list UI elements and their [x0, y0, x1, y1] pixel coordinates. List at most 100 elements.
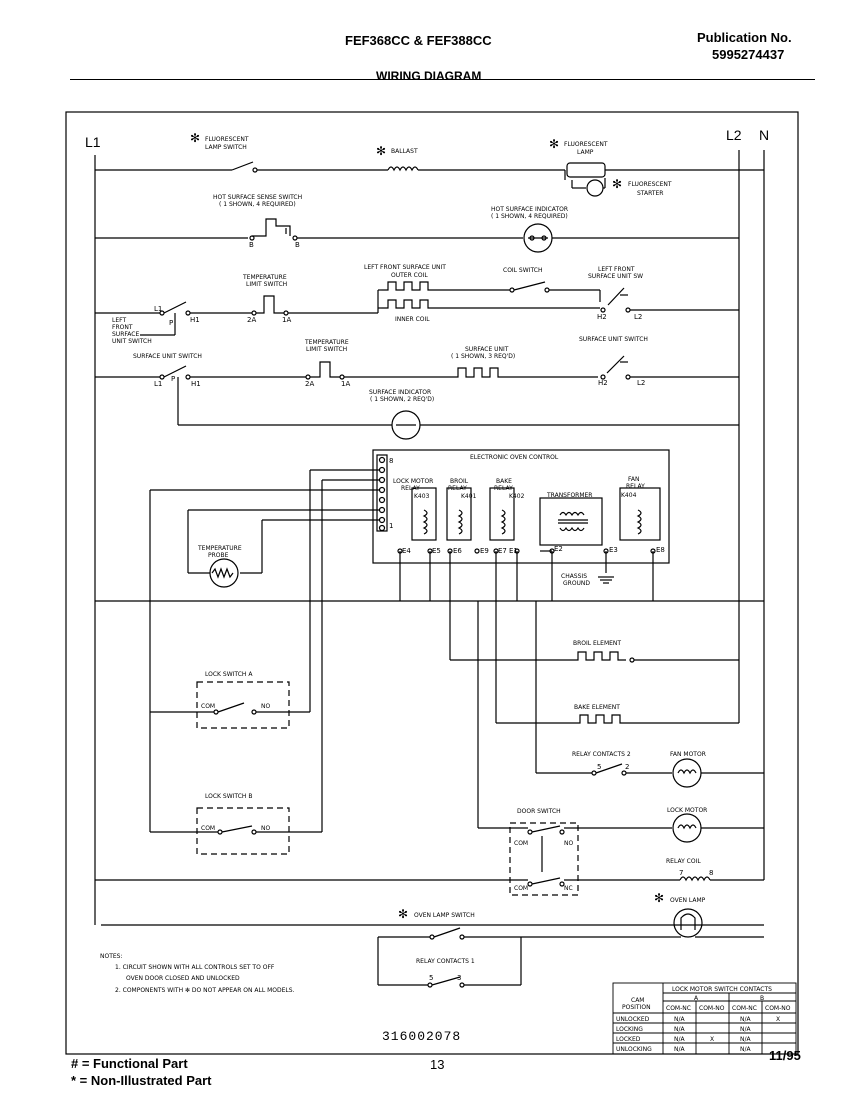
inner-coil-label: INNER COIL — [395, 316, 430, 323]
broil-element — [570, 651, 626, 661]
fluorescent-lamp-tube — [566, 162, 606, 178]
lock-switch-a-label: LOCK SWITCH A — [205, 671, 253, 678]
ds-com-2: COM — [514, 885, 528, 892]
bake-element-label: BAKE ELEMENT — [574, 704, 620, 711]
l1-label: L1 — [85, 134, 101, 150]
surface-unit-l2: ( 1 SHOWN, 3 REQ'D) — [451, 353, 515, 360]
term-7: 7 — [679, 869, 683, 877]
relay-coil-label: RELAY COIL — [666, 858, 701, 865]
asterisk-1: ✻ — [190, 131, 200, 145]
relay-contacts-1-label: RELAY CONTACTS 1 — [416, 958, 475, 965]
term-2a-1: 2A — [247, 316, 256, 324]
lf-surface-unit-l2: OUTER COIL — [391, 272, 428, 279]
cell-4-1: N/A — [674, 1046, 686, 1053]
term-3: 3 — [457, 974, 461, 982]
temperature-probe — [209, 558, 239, 588]
page-number: 13 — [430, 1057, 445, 1072]
temp-probe-l2: PROBE — [208, 552, 229, 559]
ballast-label: BALLAST — [391, 148, 418, 155]
cam-position-l2: POSITION — [622, 1004, 651, 1011]
col-h-1: COM-NC — [666, 1005, 691, 1012]
col-h-3: COM-NC — [732, 1005, 757, 1012]
fluor-lamp-switch-l1: FLUORESCENT — [205, 136, 249, 143]
oven-lamp — [673, 908, 703, 938]
temp-limit-1-l2: LIMIT SWITCH — [246, 281, 287, 288]
fan-relay-box — [619, 487, 661, 541]
term-l2-1: L2 — [634, 313, 642, 321]
surface-unit-element — [450, 367, 506, 378]
fan-relay-l1: FAN — [628, 476, 640, 483]
term-l1-1: L1 — [154, 305, 162, 313]
term-p-2: P — [171, 375, 175, 383]
lf-unit-switch-l4: UNIT SWITCH — [112, 338, 152, 345]
document-number: 316002078 — [382, 1029, 462, 1044]
lf-surface-unit-sw-l1: LEFT FRONT — [598, 266, 635, 273]
broil-relay-l1: BROIL — [450, 478, 469, 485]
k401-label: K401 — [461, 493, 477, 500]
publication-number: 5995274437 — [712, 47, 785, 62]
lf-surface-unit-l1: LEFT FRONT SURFACE UNIT — [364, 264, 446, 271]
surface-indicator-l2: ( 1 SHOWN, 2 REQ'D) — [370, 396, 434, 403]
k402-label: K402 — [509, 493, 525, 500]
term-h1-1: H1 — [190, 316, 200, 324]
broil-relay-l2: RELAY — [448, 485, 467, 492]
chassis-ground-l1: CHASSIS — [561, 573, 587, 580]
fluorescent-starter — [586, 179, 604, 197]
note-2: 2. COMPONENTS WITH ✻ DO NOT APPEAR ON AL… — [115, 987, 295, 994]
inner-coil — [382, 299, 436, 309]
term-e5: E5 — [432, 547, 441, 555]
fluor-lamp-l1: FLUORESCENT — [564, 141, 608, 148]
term-2-a: 2 — [625, 763, 629, 771]
lf-unit-switch-l3: SURFACE — [112, 331, 139, 338]
bake-relay-l1: BAKE — [496, 478, 512, 485]
broil-element-label: BROIL ELEMENT — [573, 640, 621, 647]
term-2a-2: 2A — [305, 380, 314, 388]
col-group-a: A — [694, 995, 699, 1002]
lock-motor-relay-box — [411, 487, 437, 541]
chassis-ground-l2: GROUND — [563, 580, 590, 587]
term-e2: E2 — [554, 545, 563, 553]
term-e9: E9 — [480, 547, 489, 555]
temp-limit-2-l2: LIMIT SWITCH — [306, 346, 347, 353]
asterisk-4: ✻ — [612, 177, 622, 191]
term-e8: E8 — [656, 546, 665, 554]
term-l2-2: L2 — [637, 379, 645, 387]
term-8: 8 — [709, 869, 713, 877]
bake-relay-l2: RELAY — [494, 485, 513, 492]
term-e3: E3 — [609, 546, 618, 554]
col-h-2: COM-NO — [699, 1005, 725, 1012]
k404-label: K404 — [621, 492, 637, 499]
eoc-pin-1: 1 — [389, 522, 393, 530]
surface-unit-switch-right: SURFACE UNIT SWITCH — [579, 336, 648, 343]
hot-surface-sense-switch — [252, 218, 291, 237]
hot-surface-ind-l1: HOT SURFACE INDICATOR — [491, 206, 568, 213]
col-h-4: COM-NO — [765, 1005, 791, 1012]
asterisk-2: ✻ — [376, 144, 386, 158]
cell-1-1: N/A — [674, 1016, 686, 1023]
temp-limit-switch-1 — [256, 295, 284, 314]
fluor-lamp-switch-l2: LAMP SWITCH — [205, 144, 247, 151]
term-5-b: 5 — [429, 974, 433, 982]
fan-motor-label: FAN MOTOR — [670, 751, 706, 758]
lock-switch-a — [196, 681, 290, 729]
term-h1-2: H1 — [191, 380, 201, 388]
lsa-no: NO — [261, 703, 270, 710]
hot-surface-sense-l2: ( 1 SHOWN, 4 REQUIRED) — [219, 201, 296, 208]
lock-motor-switch-contacts-table: LOCK MOTOR SWITCH CONTACTS CAM POSITION … — [612, 982, 797, 1055]
surface-unit-l1: SURFACE UNIT — [465, 346, 509, 353]
term-l1-2: L1 — [154, 380, 162, 388]
surface-unit-switch-left: SURFACE UNIT SWITCH — [133, 353, 202, 360]
term-1a-2: 1A — [341, 380, 350, 388]
non-illustrated-part-legend: * = Non-Illustrated Part — [71, 1073, 212, 1088]
relay-coil — [679, 876, 711, 882]
ds-nc: NC — [564, 885, 573, 892]
k403-label: K403 — [414, 493, 430, 500]
cam-position-l1: CAM — [631, 997, 644, 1004]
cell-3-1: N/A — [674, 1036, 686, 1043]
asterisk-6: ✻ — [654, 891, 664, 905]
hot-surface-sense-l1: HOT SURFACE SENSE SWITCH — [213, 194, 302, 201]
hot-surface-ind-l2: ( 1 SHOWN, 4 REQUIRED) — [491, 213, 568, 220]
relay-contacts-2-label: RELAY CONTACTS 2 — [572, 751, 631, 758]
fan-motor — [672, 758, 702, 788]
